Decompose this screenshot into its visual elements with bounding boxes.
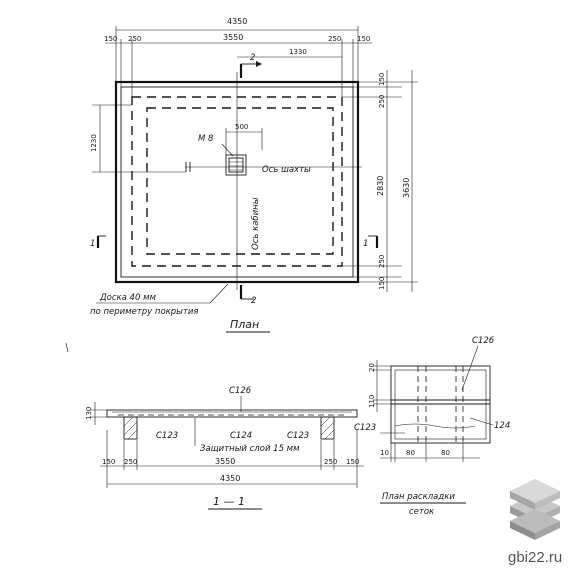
board-note-line2: по периметру покрытия (90, 307, 198, 317)
shaft-axis-label: Ось шахты (262, 165, 311, 175)
section-mark-1-left: 1 (90, 239, 95, 249)
mesh-dim-20: 20 (368, 363, 376, 372)
section-dim-250-right: 250 (324, 458, 337, 466)
mesh-dim-80b: 80 (441, 449, 450, 457)
section-dim-150-left: 150 (102, 458, 115, 466)
dim-top-250-left: 250 (128, 35, 141, 43)
section-title: 1 — 1 (213, 495, 245, 508)
mesh-c123: С123 (354, 423, 376, 433)
section-dim-250-left: 250 (124, 458, 137, 466)
section-mark-2-bottom: 2 (251, 296, 256, 306)
mesh-inner (394, 369, 487, 440)
dim-top-150-left: 150 (104, 35, 117, 43)
section-slab (106, 409, 358, 418)
section-mark-1-right: 1 (363, 239, 368, 249)
dim-top-150-right: 150 (357, 35, 370, 43)
dim-3630: 3630 (402, 178, 411, 198)
mesh-title-line2: сеток (409, 507, 435, 517)
section-c126: С126 (229, 386, 252, 396)
cabin-axis-label: Ось кабины (251, 197, 261, 250)
dim-4350: 4350 (227, 17, 247, 26)
dim-right-250-bottom: 250 (378, 255, 386, 268)
dim-right-250-top: 250 (378, 95, 386, 108)
dim-right-150-top: 150 (378, 73, 386, 86)
opening-box (225, 154, 247, 176)
stray-mark (65, 342, 69, 353)
section-c124: С124 (230, 431, 252, 441)
site-logo: gbi22.ru (508, 479, 562, 566)
section-dim-150-right: 150 (346, 458, 359, 466)
dim-3550: 3550 (223, 33, 243, 42)
dashed-outline-inner (146, 107, 334, 255)
m8-leader (221, 143, 234, 157)
protect-layer-note: Защитный слой 15 мм (200, 444, 300, 454)
site-name: gbi22.ru (508, 549, 562, 566)
section-c123-left: С123 (156, 431, 178, 441)
dim-top-250-right: 250 (328, 35, 341, 43)
opening-inner (228, 157, 244, 173)
dim-2830: 2830 (376, 176, 385, 196)
section-c123-right: С123 (287, 431, 309, 441)
dim-1330: 1330 (289, 48, 307, 56)
mesh-dim-110: 110 (368, 395, 376, 408)
dim-1230: 1230 (90, 134, 98, 152)
dim-500: 500 (235, 123, 248, 131)
mesh-layout-view: С126 С123 124 20 110 10 80 80 План раскл… (354, 336, 510, 517)
section-dim-130: 130 (85, 407, 93, 420)
section-dim-3550: 3550 (215, 457, 235, 466)
dim-right-150-bottom: 150 (378, 277, 386, 290)
plan-view: М 8 500 Ось шахты Ось кабины 4350 150 25… (90, 17, 418, 333)
mesh-c126: С126 (472, 336, 495, 346)
section-dim-4350: 4350 (220, 474, 240, 483)
mesh-title-line1: План раскладки (382, 492, 455, 502)
support-left (123, 416, 138, 440)
mesh-dim-10: 10 (380, 449, 389, 457)
m8-label: М 8 (198, 134, 214, 144)
plan-title: План (230, 318, 259, 331)
support-right (320, 416, 335, 440)
mesh-dim-80a: 80 (406, 449, 415, 457)
section-mark-2-top: 2 (250, 53, 255, 63)
mesh-124: 124 (494, 421, 510, 431)
board-note-line1: Доска 40 мм (99, 293, 156, 303)
stacked-slabs-icon (510, 479, 560, 540)
section-view: С126 С123 С124 С123 Защитный слой 15 мм … (85, 386, 364, 510)
mesh-outer (390, 365, 491, 444)
